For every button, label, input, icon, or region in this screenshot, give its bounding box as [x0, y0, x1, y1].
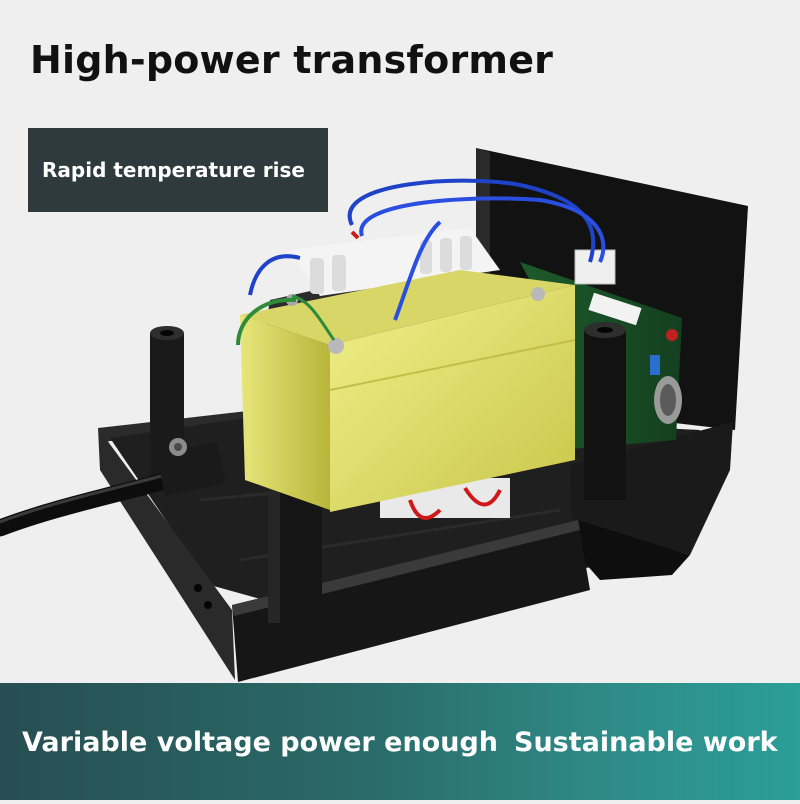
footer-right-text: Sustainable work	[514, 727, 778, 758]
feature-badge-label: Rapid temperature rise	[42, 158, 305, 182]
feature-badge: Rapid temperature rise	[28, 128, 328, 212]
headline: High-power transformer	[30, 38, 554, 82]
transformer	[240, 228, 576, 520]
power-cable	[0, 438, 226, 537]
footer-left-text: Variable voltage power enough	[22, 727, 498, 758]
wires	[236, 178, 606, 346]
footer-banner: Variable voltage power enough Sustainabl…	[0, 683, 800, 800]
